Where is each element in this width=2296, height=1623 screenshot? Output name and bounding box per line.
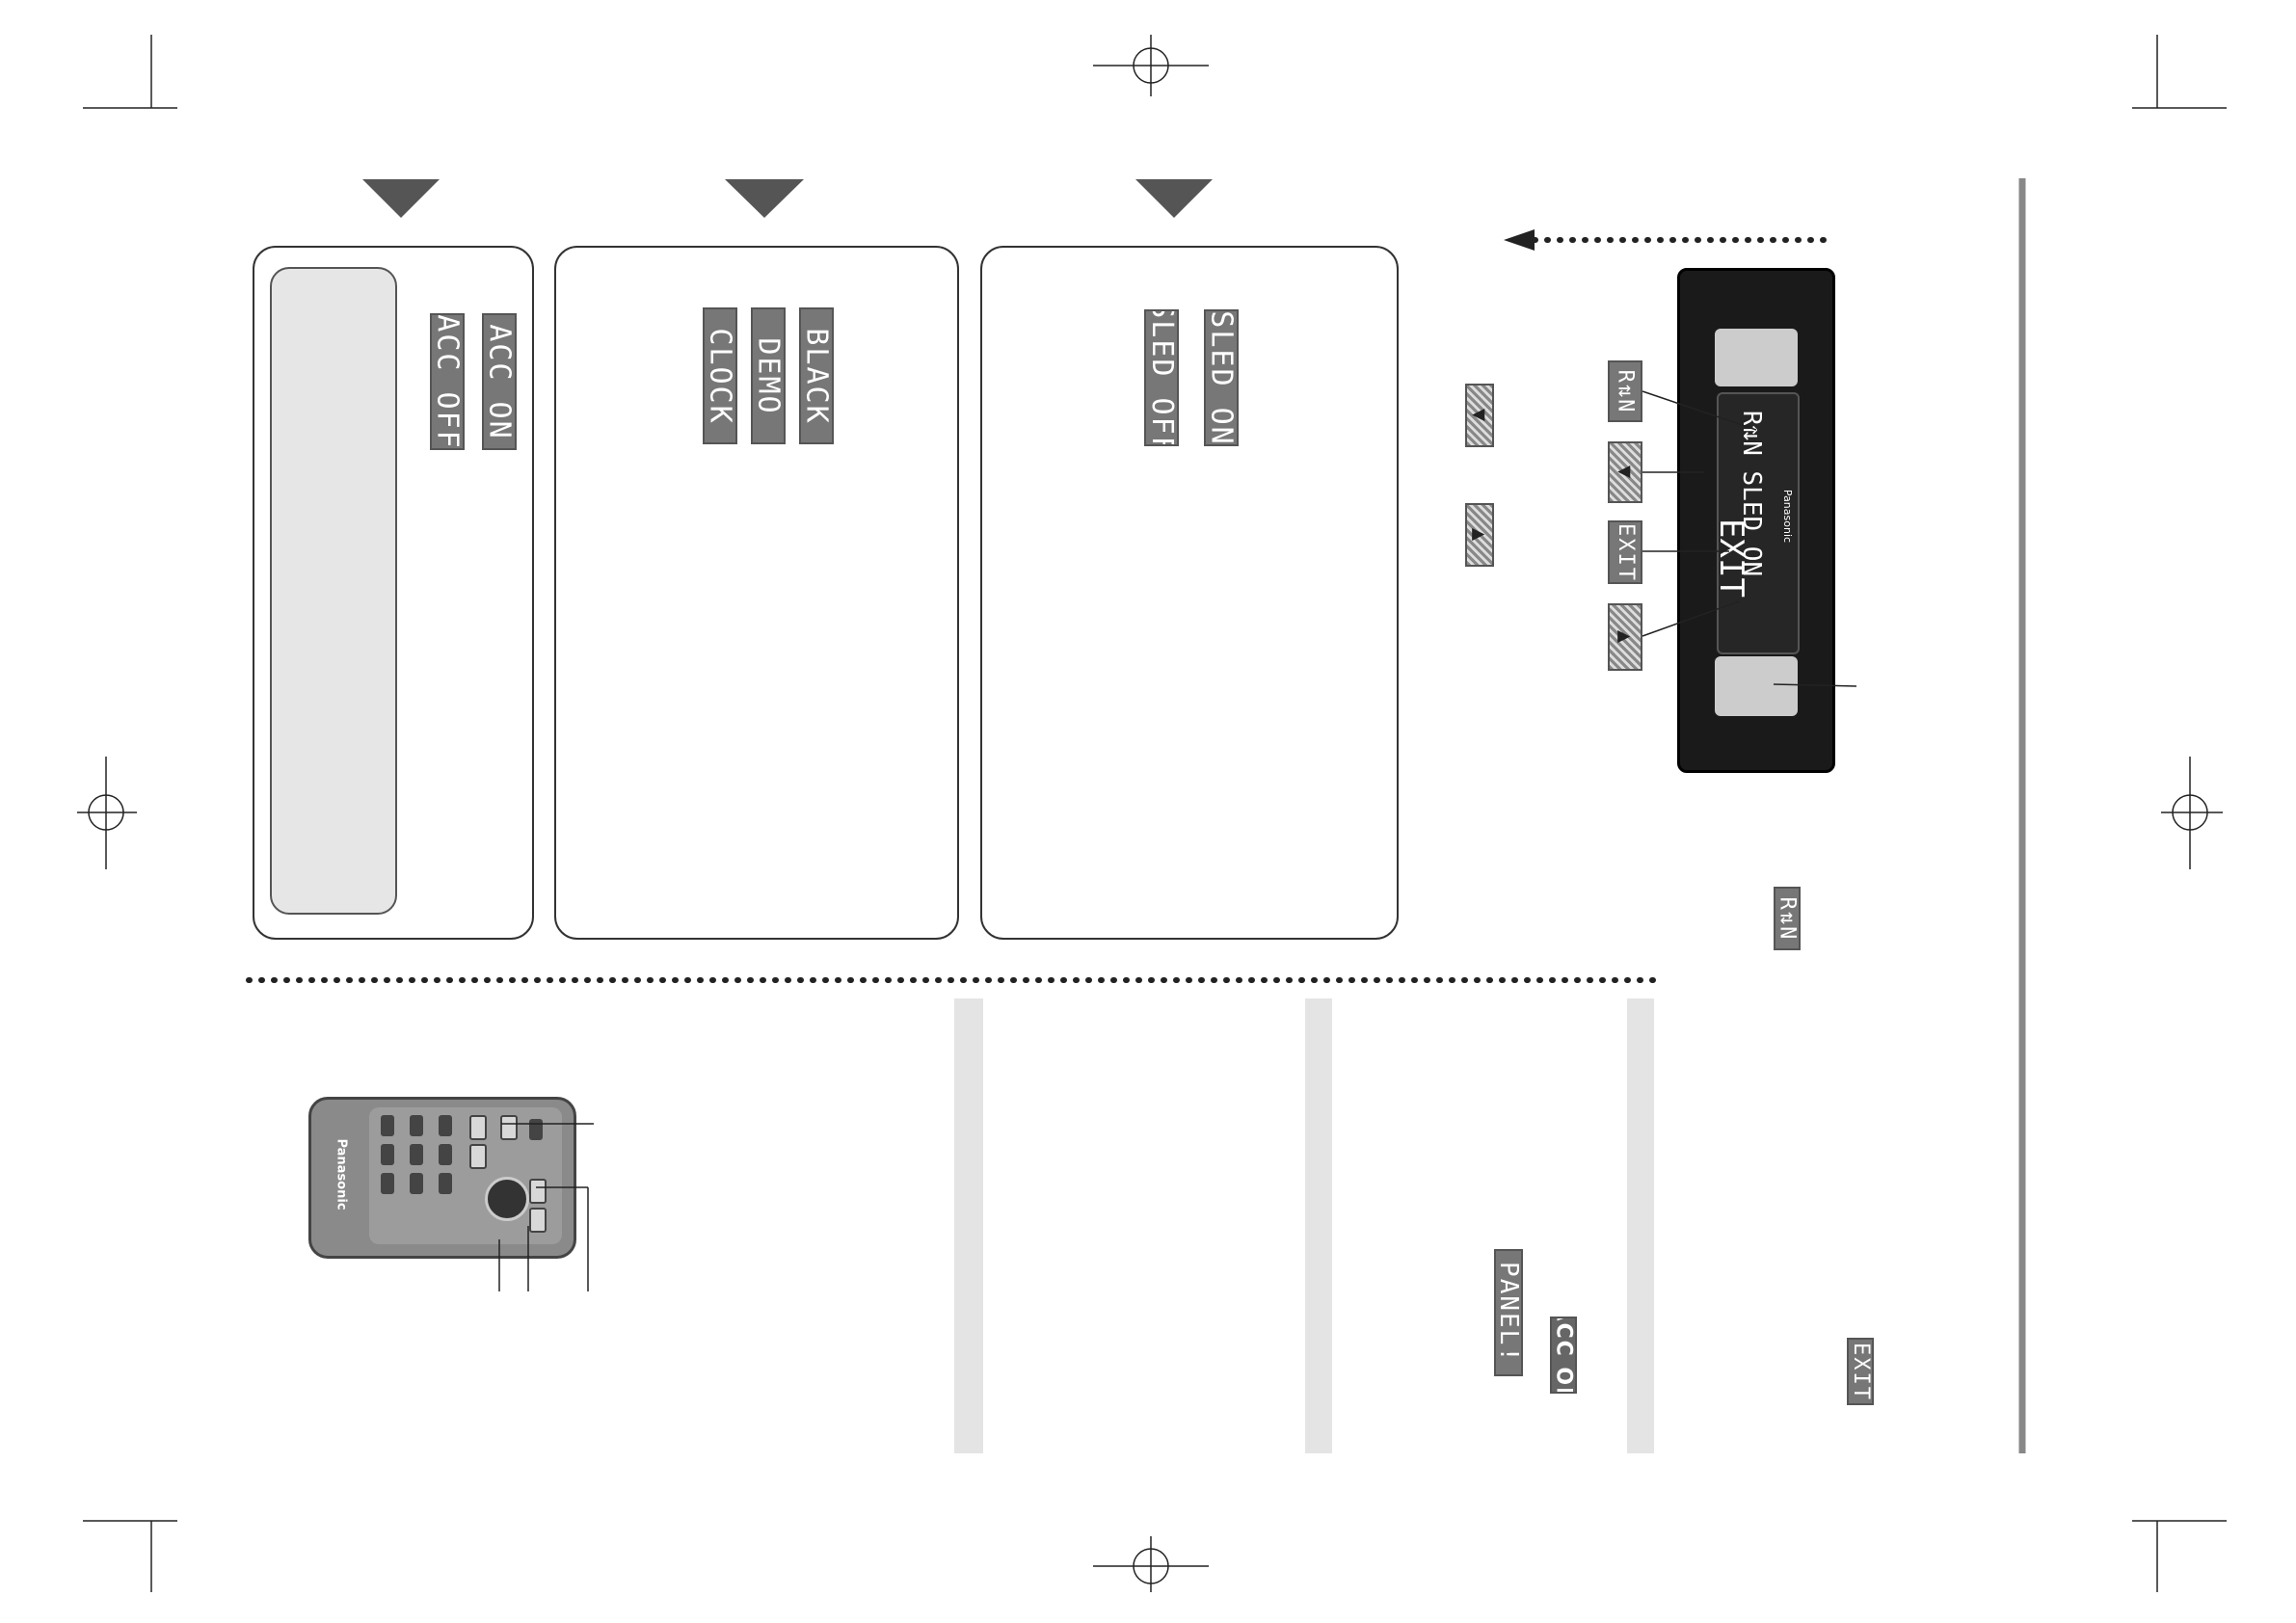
clock-option[interactable]: CLOCK xyxy=(703,307,737,444)
acc-on-label: ACC ON xyxy=(1550,1317,1577,1394)
demo-option[interactable]: DEMO xyxy=(751,307,786,444)
callout-exit-label: EXIT xyxy=(1608,520,1642,584)
callout-up-label: ▲ xyxy=(1608,603,1642,671)
head-unit: Panasonic R⇅N SLED ON EXIT xyxy=(1677,268,1835,773)
remote-button-5[interactable] xyxy=(410,1144,423,1165)
remote-joystick[interactable] xyxy=(485,1177,529,1221)
black-option[interactable]: BLACK xyxy=(799,307,834,444)
remote-button-2[interactable] xyxy=(381,1144,394,1165)
sled-off-option[interactable]: SLED OFF xyxy=(1144,309,1179,446)
remote-button-7[interactable] xyxy=(439,1115,452,1136)
legend-down-arrow: ▼ xyxy=(1465,384,1494,447)
acc-panel: ACC ON ACC OFF xyxy=(253,246,534,940)
callout-return-label: R⇅N xyxy=(1608,360,1642,422)
remote-button-14[interactable] xyxy=(529,1208,547,1233)
exit-label: EXIT xyxy=(1847,1338,1874,1405)
lower-gray-strip-1 xyxy=(954,998,983,1453)
head-unit-top-knob[interactable] xyxy=(1715,329,1798,386)
callout-down-label: ▼ xyxy=(1608,441,1642,503)
acc-on-option[interactable]: ACC ON xyxy=(482,313,517,450)
head-unit-display: Panasonic R⇅N SLED ON EXIT xyxy=(1712,392,1800,654)
remote-button-13[interactable] xyxy=(529,1179,547,1204)
sled-panel: SLED ON SLED OFF xyxy=(980,246,1399,940)
sled-on-option[interactable]: SLED ON xyxy=(1204,309,1239,446)
panel-label: PANEL! xyxy=(1494,1249,1523,1376)
acc-off-option[interactable]: ACC OFF xyxy=(430,313,465,450)
lower-gray-strip-3 xyxy=(1627,998,1654,1453)
remote-button-4[interactable] xyxy=(410,1115,423,1136)
remote-button-9[interactable] xyxy=(439,1173,452,1194)
legend-up-arrow: ▲ xyxy=(1465,503,1494,567)
acc-note-box xyxy=(270,267,397,915)
remote-button-12[interactable] xyxy=(500,1115,518,1140)
remote-button-11[interactable] xyxy=(469,1144,487,1169)
remote-button-1[interactable] xyxy=(381,1115,394,1136)
head-unit-bottom-knob[interactable] xyxy=(1715,656,1798,716)
remote-button-3[interactable] xyxy=(381,1173,394,1194)
lower-gray-strip-2 xyxy=(1305,998,1332,1453)
return-label: R⇅N xyxy=(1774,887,1801,950)
remote-button-10[interactable] xyxy=(469,1115,487,1140)
display-mode-panel: BLACK DEMO CLOCK xyxy=(554,246,959,940)
remote-button-6[interactable] xyxy=(410,1173,423,1194)
remote-button-8[interactable] xyxy=(439,1144,452,1165)
